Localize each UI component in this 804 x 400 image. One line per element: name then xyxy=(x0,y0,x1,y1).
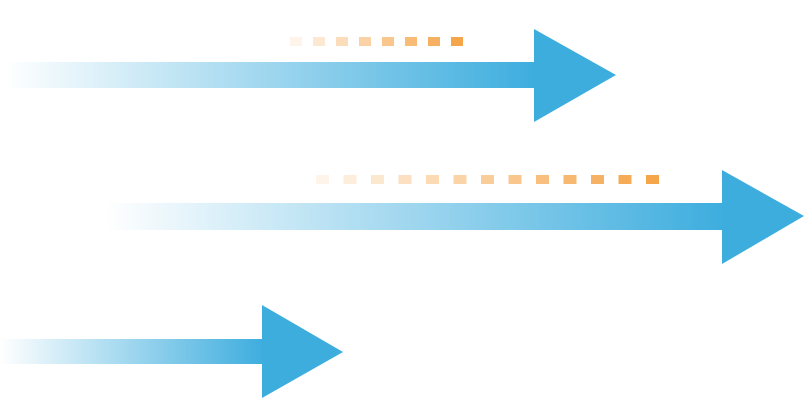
arrow-middle xyxy=(105,170,804,264)
trail-middle-dash xyxy=(591,175,604,184)
trail-middle-dash xyxy=(398,175,412,184)
dash-trail-middle xyxy=(316,175,659,184)
trail-middle-dash xyxy=(646,175,659,184)
arrow-bottom xyxy=(0,305,343,398)
arrow-middle-head xyxy=(722,170,804,264)
trail-top-dash xyxy=(382,37,394,46)
trail-middle-dash xyxy=(481,175,494,184)
trail-middle-dash xyxy=(563,175,577,184)
trail-middle-dash xyxy=(453,175,467,184)
trail-middle-dash xyxy=(371,175,384,184)
arrow-top-shaft xyxy=(5,62,537,88)
trail-top-dash xyxy=(290,37,302,46)
trail-middle-dash xyxy=(426,175,439,184)
arrow-top xyxy=(5,29,616,122)
trail-middle-dash xyxy=(618,175,632,184)
trail-top-dash xyxy=(405,37,417,46)
trail-top-dash xyxy=(359,37,371,46)
trail-middle-dash xyxy=(316,175,329,184)
trail-middle-dash xyxy=(536,175,549,184)
trail-top-dash xyxy=(313,37,325,46)
arrow-bottom-head xyxy=(262,305,343,398)
arrow-top-head xyxy=(534,29,616,122)
trail-top-dash xyxy=(428,37,440,46)
trail-middle-dash xyxy=(508,175,522,184)
trail-top-dash xyxy=(451,37,463,46)
dash-trail-top xyxy=(290,37,463,46)
trail-top-dash xyxy=(336,37,348,46)
arrow-bottom-shaft xyxy=(0,339,266,364)
trail-middle-dash xyxy=(343,175,357,184)
arrow-middle-shaft xyxy=(105,203,726,230)
